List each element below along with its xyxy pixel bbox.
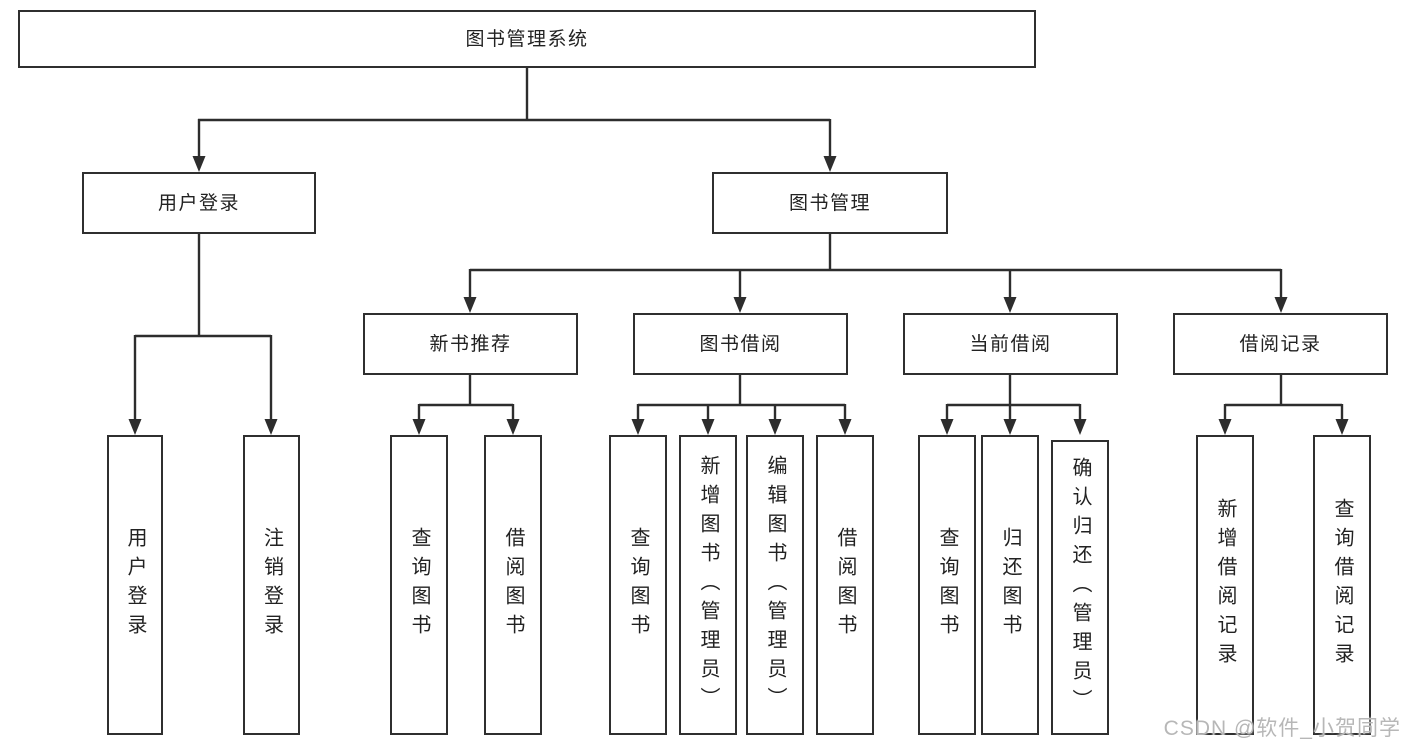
leaf-logout: 注销登录 [243, 435, 300, 735]
connector-root-to-level2 [192, 68, 837, 172]
node-book-borrowing: 图书借阅 [633, 313, 848, 375]
leaf-user-login: 用户登录 [107, 435, 163, 735]
node-root: 图书管理系统 [18, 10, 1036, 68]
leaf-br-query-record: 查询借阅记录 [1313, 435, 1371, 735]
connector-userlogin-to-leaves [128, 234, 278, 435]
leaf-bb-borrow-books: 借阅图书 [816, 435, 874, 735]
leaf-cb-query-books: 查询图书 [918, 435, 976, 735]
node-user-login: 用户登录 [82, 172, 316, 234]
connector-currentborrow-to-leaves [940, 375, 1087, 435]
leaf-bb-add-books-admin: 新增图书（管理员） [679, 435, 737, 735]
node-borrowing-records: 借阅记录 [1173, 313, 1388, 375]
leaf-cb-confirm-return-admin: 确认归还（管理员） [1051, 440, 1109, 735]
connector-borrowrecords-to-leaves [1218, 375, 1349, 435]
connector-newbookrec-to-leaves [412, 375, 520, 435]
csdn-watermark: CSDN @软件_小贺同学 [1163, 717, 1401, 740]
leaf-br-add-record: 新增借阅记录 [1196, 435, 1254, 735]
node-current-borrowing: 当前借阅 [903, 313, 1118, 375]
node-book-management: 图书管理 [712, 172, 948, 234]
node-new-book-recommendation: 新书推荐 [363, 313, 578, 375]
leaf-cb-return-books: 归还图书 [981, 435, 1039, 735]
leaf-nbr-query-books: 查询图书 [390, 435, 448, 735]
connector-bookmgmt-to-level3 [463, 234, 1288, 313]
leaf-bb-edit-books-admin: 编辑图书（管理员） [746, 435, 804, 735]
leaf-nbr-borrow-books: 借阅图书 [484, 435, 542, 735]
connector-bookborrow-to-leaves [631, 375, 852, 435]
leaf-bb-query-books: 查询图书 [609, 435, 667, 735]
